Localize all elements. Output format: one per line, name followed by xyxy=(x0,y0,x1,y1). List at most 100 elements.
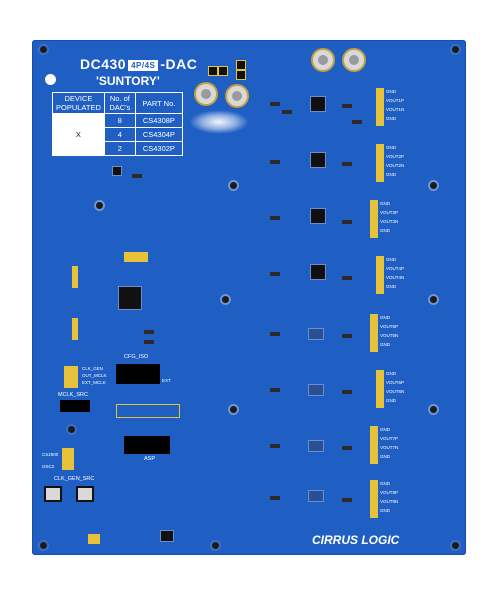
label-osc2: OSC2 xyxy=(42,464,55,469)
output-header xyxy=(370,480,378,518)
smd-component xyxy=(270,388,280,392)
label-gnd: GND xyxy=(386,284,396,289)
output-header xyxy=(376,144,384,182)
label-vout5n: VOUT5N xyxy=(380,333,399,338)
cirrus-logic-logo: CIRRUS LOGIC xyxy=(312,533,400,547)
dac-ic xyxy=(310,96,326,112)
label-vout1p: VOUT1P xyxy=(386,98,405,103)
mclk-src-switch[interactable] xyxy=(60,400,90,412)
bottom-ic xyxy=(160,530,174,542)
label-gnd: GND xyxy=(386,172,396,177)
label-vout4n: VOUT4N xyxy=(386,275,405,280)
label-gnd: GND xyxy=(380,228,390,233)
part-number-cell: CS4302P xyxy=(134,141,183,156)
via xyxy=(428,404,439,415)
smd-component xyxy=(270,160,280,164)
mounting-hole xyxy=(38,540,49,551)
output-header xyxy=(376,88,384,126)
label-gnd: GND xyxy=(386,371,396,376)
smd-component xyxy=(342,104,352,108)
controller-ic xyxy=(118,286,142,310)
smd-component xyxy=(144,340,154,344)
label-gnd: GND xyxy=(380,315,390,320)
mclk-jumper[interactable] xyxy=(64,366,78,388)
dac-ic xyxy=(308,328,324,340)
label-vout8n: VOUT8N xyxy=(380,499,399,504)
label-clk-gen-src: CLK_GEN_SRC xyxy=(54,476,95,482)
mounting-hole xyxy=(450,44,461,55)
header-pin xyxy=(218,66,228,76)
smd-component xyxy=(270,272,280,276)
signal-header xyxy=(116,404,180,418)
label-cs2500: CS2500 xyxy=(42,452,59,457)
output-header xyxy=(370,426,378,464)
smd-component xyxy=(270,444,280,448)
board-subtitle: 'SUNTORY' xyxy=(96,74,160,88)
header-pin xyxy=(236,60,246,70)
mounting-hole xyxy=(45,74,56,85)
label-asp: ASP xyxy=(144,456,156,462)
smd-component xyxy=(282,110,292,114)
output-header xyxy=(376,370,384,408)
via xyxy=(428,180,439,191)
capacitor xyxy=(342,48,366,72)
output-header xyxy=(370,200,378,238)
header-pin xyxy=(208,66,218,76)
dac-ic xyxy=(310,152,326,168)
smd-component xyxy=(342,162,352,166)
label-gnd: GND xyxy=(380,481,390,486)
mounting-hole xyxy=(210,540,221,551)
label-gnd: GND xyxy=(380,201,390,206)
label-gnd: GND xyxy=(380,454,390,459)
device-table-header: PART No. xyxy=(134,92,183,114)
label-vout7p: VOUT7P xyxy=(380,436,399,441)
smd-component xyxy=(342,334,352,338)
output-header xyxy=(370,314,378,352)
label-vout2n: VOUT2N xyxy=(386,163,405,168)
smd-component xyxy=(342,276,352,280)
asp-header[interactable] xyxy=(124,436,170,454)
capacitor xyxy=(225,84,249,108)
smd-component xyxy=(352,120,362,124)
board-variant: 4P/4S xyxy=(128,59,159,71)
label-vout4p: VOUT4P xyxy=(386,266,405,271)
dac-count-cell: 4 xyxy=(103,127,136,142)
jumper-header xyxy=(124,252,148,262)
smd-component xyxy=(270,216,280,220)
dac-ic xyxy=(308,490,324,502)
smd-component xyxy=(342,498,352,502)
osc-jumper[interactable] xyxy=(62,448,74,470)
device-populated-cell xyxy=(52,113,105,128)
dac-ic xyxy=(310,264,326,280)
label-vout7n: VOUT7N xyxy=(380,445,399,450)
label-vout8p: VOUT8P xyxy=(380,490,399,495)
device-table-header: DEVICE POPULATED xyxy=(52,92,105,114)
capacitor xyxy=(194,82,218,106)
via xyxy=(228,180,239,191)
mounting-hole xyxy=(38,44,49,55)
bottom-jumper[interactable] xyxy=(88,534,100,544)
capacitor xyxy=(311,48,335,72)
via xyxy=(428,294,439,305)
label-gnd: GND xyxy=(380,342,390,347)
label-mclk-src: MCLK_SRC xyxy=(58,392,88,398)
device-table: DEVICE POPULATED No. of DAC's PART No. 8… xyxy=(52,92,183,156)
via xyxy=(94,200,105,211)
label-vout3p: VOUT3P xyxy=(380,210,399,215)
cfg-iso-switch[interactable] xyxy=(116,364,160,384)
clk-gen-src-switch[interactable] xyxy=(44,486,62,502)
jumper-header xyxy=(72,266,78,288)
label-vout6n: VOUT6N xyxy=(386,389,405,394)
smd-component xyxy=(144,330,154,334)
clk-gen-src-switch[interactable] xyxy=(76,486,94,502)
label-vout6p: VOUT6P xyxy=(386,380,405,385)
label-gnd: GND xyxy=(386,398,396,403)
label-ext-mclk: EXT_MCLK xyxy=(82,380,106,385)
label-out-mclk: OUT_MCLK xyxy=(82,373,107,378)
smd-component xyxy=(342,446,352,450)
label-ext: EXT xyxy=(162,378,171,383)
jumper-header xyxy=(72,318,78,340)
via xyxy=(220,294,231,305)
label-gnd: GND xyxy=(380,508,390,513)
